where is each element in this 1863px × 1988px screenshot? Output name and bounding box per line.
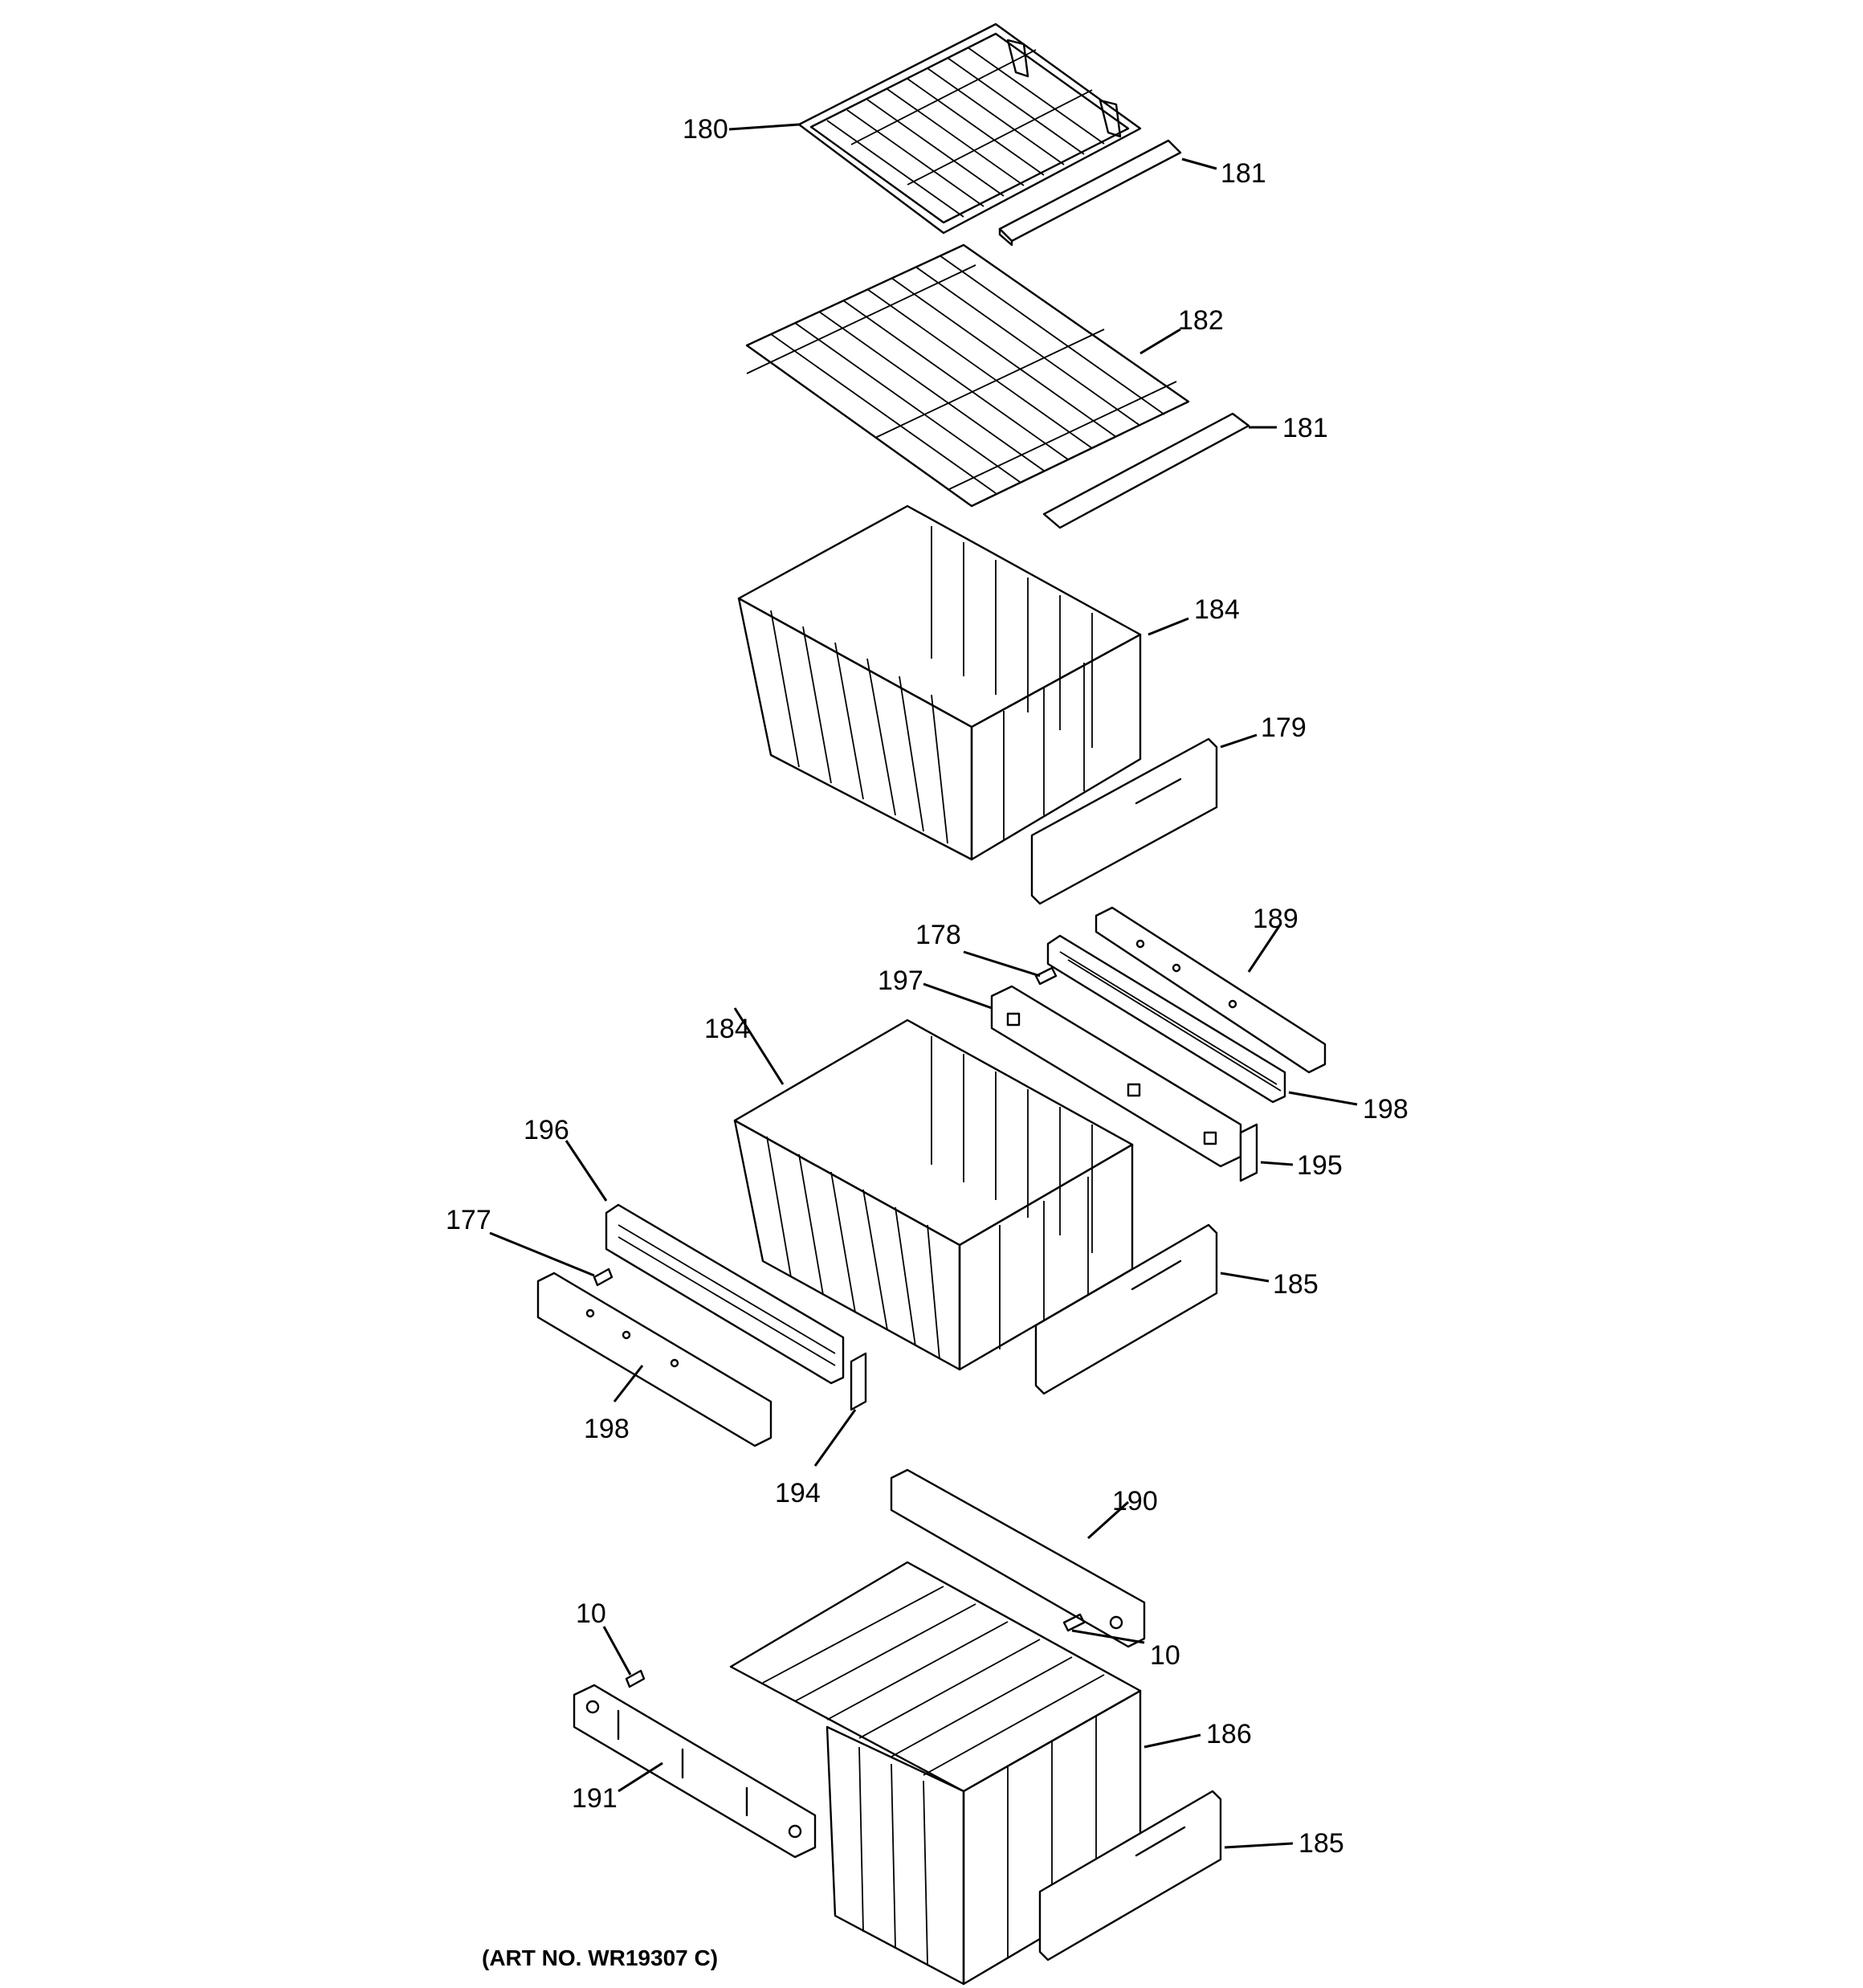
screw-10-left — [625, 1669, 646, 1688]
callout-185-middle: 185 — [1273, 1269, 1319, 1300]
slide-bracket-197 — [990, 985, 1242, 1168]
callout-10-right: 10 — [1150, 1640, 1180, 1671]
basket-front-185-lower — [1038, 1790, 1222, 1961]
callout-191: 191 — [572, 1783, 618, 1814]
slide-end-cap-195 — [1239, 1123, 1258, 1182]
screw-10-right — [1062, 1613, 1086, 1632]
wire-shelf-182 — [745, 243, 1190, 508]
callout-186: 186 — [1206, 1719, 1252, 1749]
callout-196: 196 — [524, 1115, 569, 1145]
callout-184-upper: 184 — [1194, 594, 1240, 625]
basket-front-185-middle — [1034, 1223, 1218, 1395]
rail-190 — [890, 1468, 1146, 1648]
basket-front-179 — [1030, 737, 1218, 905]
callout-179: 179 — [1261, 712, 1307, 743]
callout-189: 189 — [1253, 904, 1298, 934]
callout-198-right: 198 — [1363, 1094, 1408, 1125]
wire-basket-186 — [729, 1561, 1142, 1986]
slide-cover-189 — [1095, 906, 1327, 1074]
callout-184-middle: 184 — [704, 1014, 750, 1044]
slide-end-cap-194 — [850, 1352, 867, 1411]
callout-178: 178 — [915, 920, 961, 950]
rail-191 — [573, 1684, 817, 1859]
callout-10-left: 10 — [576, 1598, 606, 1629]
callout-195: 195 — [1297, 1150, 1343, 1181]
callout-180: 180 — [683, 114, 728, 145]
screw-178 — [1034, 966, 1058, 986]
callout-182: 182 — [1178, 305, 1224, 336]
callout-181-upper: 181 — [1221, 158, 1266, 189]
callout-197: 197 — [878, 965, 923, 996]
callout-177: 177 — [446, 1205, 491, 1235]
art-number: (ART NO. WR19307 C) — [482, 1945, 718, 1970]
shelf-trim-181-upper — [998, 139, 1182, 247]
slide-rail-198-right — [1046, 934, 1286, 1104]
callout-185-lower: 185 — [1298, 1828, 1344, 1859]
wire-basket-184-upper — [737, 504, 1142, 861]
leader-lines — [489, 123, 1358, 1849]
screw-177 — [593, 1268, 614, 1287]
wire-shelf-180 — [797, 22, 1142, 235]
callout-198-left: 198 — [584, 1414, 630, 1444]
slide-rail-196 — [605, 1203, 845, 1385]
callout-181-lower: 181 — [1282, 413, 1328, 443]
callout-labels: 180 181 182 181 184 179 178 189 197 184 … — [446, 114, 1408, 1859]
slide-bracket-198-left — [536, 1272, 773, 1447]
callout-194: 194 — [775, 1478, 821, 1508]
callout-190: 190 — [1112, 1486, 1158, 1517]
shelf-trim-181-lower — [1042, 412, 1250, 529]
